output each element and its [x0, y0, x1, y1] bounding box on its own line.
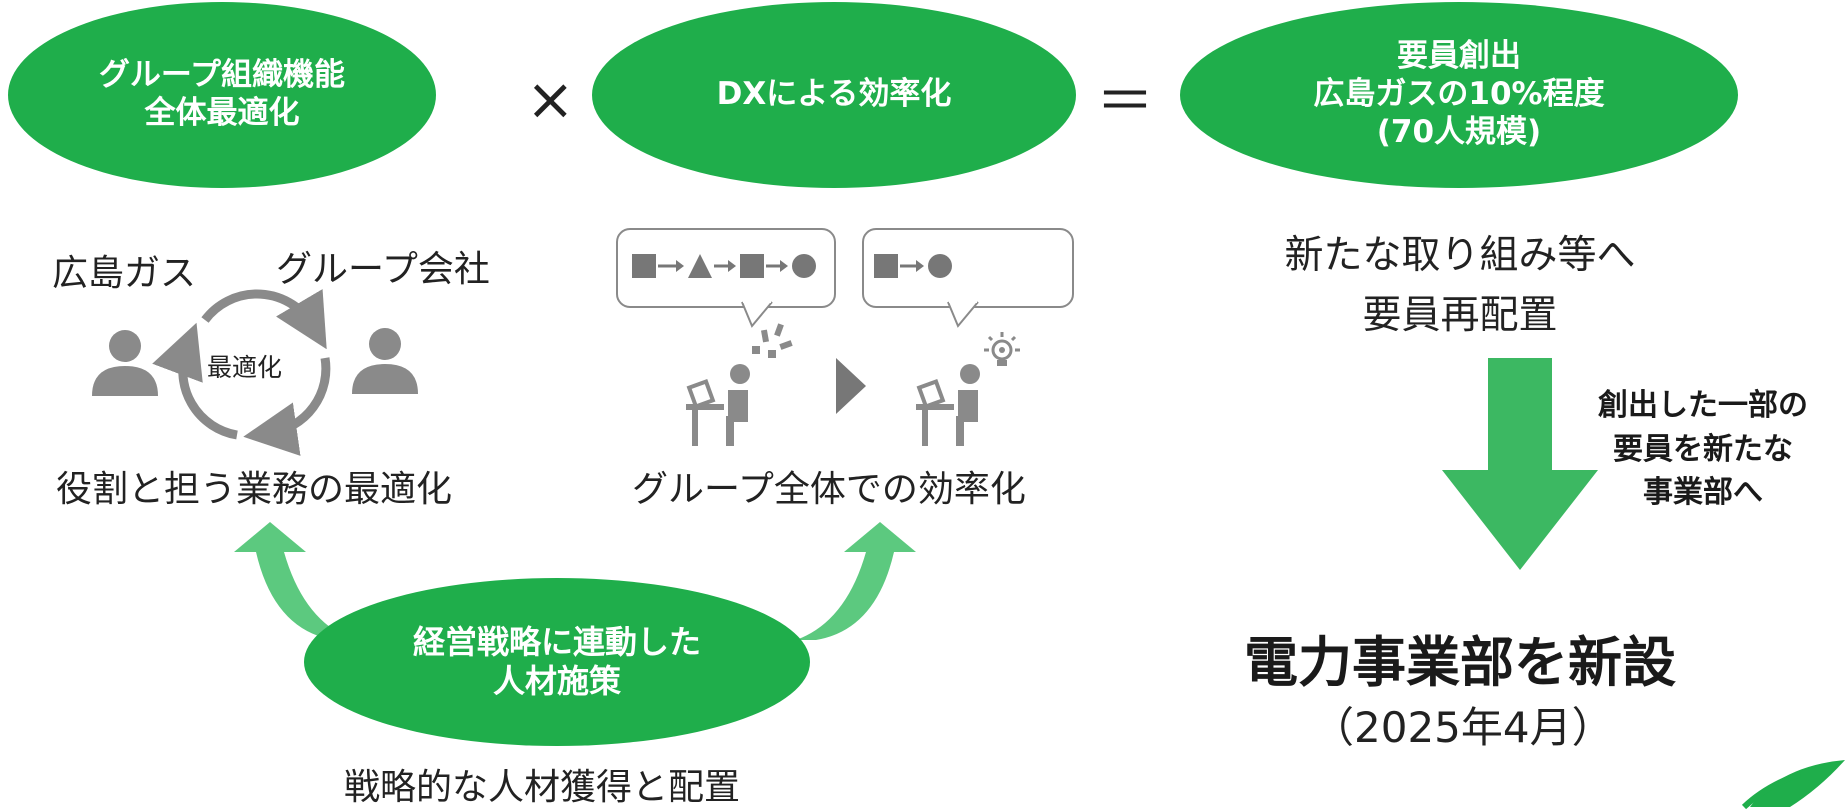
leaf-logo-icon: [1741, 760, 1845, 810]
worker-desk-icon: [686, 364, 750, 446]
bubble-tail-left: [741, 299, 773, 328]
cycle-label: 最適化: [207, 353, 283, 382]
ellipse-staff-creation-line1: 要員創出: [1397, 38, 1521, 75]
ellipse-staff-creation-line2: 広島ガスの10%程度: [1313, 76, 1605, 113]
ellipse-group-optimization-line2: 全体最適化: [144, 95, 300, 131]
side-note-line1: 創出した一部の: [1598, 388, 1808, 423]
label-group-company: グループ会社: [276, 249, 490, 290]
caption-group-efficiency: グループ全体での効率化: [632, 469, 1026, 510]
ellipse-hr-strategy-line1: 経営戦略に連動した: [412, 622, 701, 661]
label-hiroshima-gas: 広島ガス: [52, 253, 197, 294]
ellipse-group-optimization: グループ組織機能 全体最適化: [8, 2, 436, 188]
lightbulb-icon: [984, 332, 1020, 366]
caption-strategic-hiring: 戦略的な人材獲得と配置: [344, 767, 741, 808]
ellipse-hr-strategy-line2: 人材施策: [492, 662, 621, 700]
caption-role-optimization: 役割と担う業務の最適化: [56, 469, 453, 510]
bubble-tail-right: [947, 299, 979, 328]
result-new-division: 電力事業部を新設: [1244, 631, 1676, 694]
down-arrow-icon: [1442, 358, 1598, 570]
worker-desk-icon: [916, 364, 980, 446]
process-flow-long-icon: [632, 254, 816, 278]
curved-arrow-right-icon: [796, 522, 916, 640]
ellipse-hr-strategy: 経営戦略に連動した 人材施策: [304, 578, 810, 746]
ellipse-group-optimization-line1: グループ組織機能: [98, 57, 346, 94]
process-flow-short-icon: [874, 254, 952, 278]
ellipse-dx-efficiency-line1: DXによる効率化: [716, 76, 952, 113]
cycle-arrows-icon: [152, 289, 331, 456]
redeploy-line2: 要員再配置: [1362, 293, 1558, 338]
side-note: 創出した一部の 要員を新たな 事業部へ: [1558, 384, 1845, 515]
equals-operator: ＝: [1096, 67, 1155, 135]
result-date: （2025年4月）: [1312, 703, 1614, 752]
curved-arrow-left-icon: [234, 522, 354, 640]
ellipse-staff-creation-line3: (70人規模): [1376, 113, 1542, 150]
stress-marks-icon: [752, 323, 793, 358]
redeploy-line1: 新たな取り組み等へ: [1284, 233, 1636, 278]
side-note-line3: 事業部へ: [1643, 475, 1763, 510]
person-icon: [92, 330, 158, 396]
times-operator: ×: [526, 65, 575, 133]
ellipse-dx-efficiency: DXによる効率化: [592, 2, 1076, 188]
side-note-line2: 要員を新たな: [1613, 431, 1793, 467]
person-icon: [352, 328, 418, 394]
play-arrow-icon: [836, 358, 866, 414]
ellipse-staff-creation: 要員創出 広島ガスの10%程度 (70人規模): [1180, 2, 1738, 188]
